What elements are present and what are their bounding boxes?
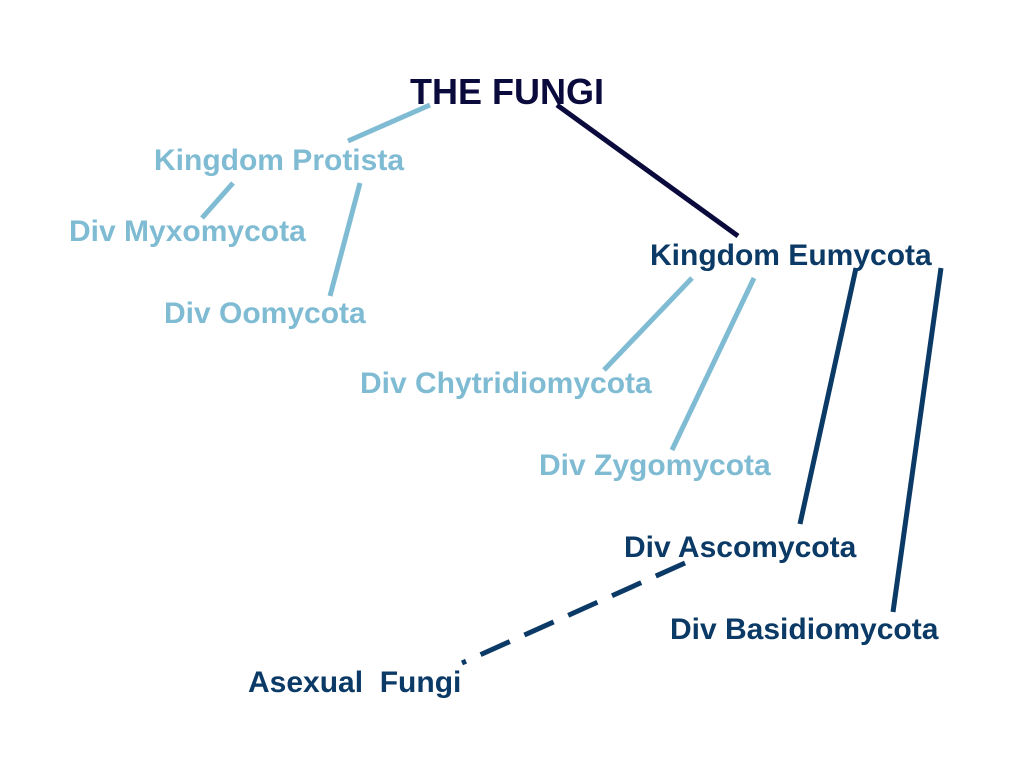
link-ascomycota-asexual-fungi [460,560,687,666]
node-kingdom-protista: Kingdom Protista [154,144,405,177]
link-eumycota-basidiomycota [890,267,944,613]
link-root-eumycota [555,102,740,239]
link-root-protista [346,102,432,144]
link-eumycota-chytridiomycota [602,276,694,372]
node-kingdom-eumycota: Kingdom Eumycota [650,239,932,272]
node-div-chytridiomycota: Div Chytridiomycota [360,367,652,400]
link-protista-myxomycota [200,181,235,220]
node-div-basidiomycota: Div Basidiomycota [670,613,939,646]
root-node-title: THE FUNGI [410,71,604,112]
node-div-oomycota: Div Oomycota [164,297,366,330]
link-protista-oomycota [327,182,363,297]
node-div-ascomycota: Div Ascomycota [624,531,857,564]
link-eumycota-zygomycota [669,276,757,452]
node-div-myxomycota: Div Myxomycota [69,215,306,248]
node-div-zygomycota: Div Zygomycota [539,449,771,482]
link-eumycota-ascomycota [797,267,859,525]
node-asexual-fungi: Asexual Fungi [248,666,462,699]
